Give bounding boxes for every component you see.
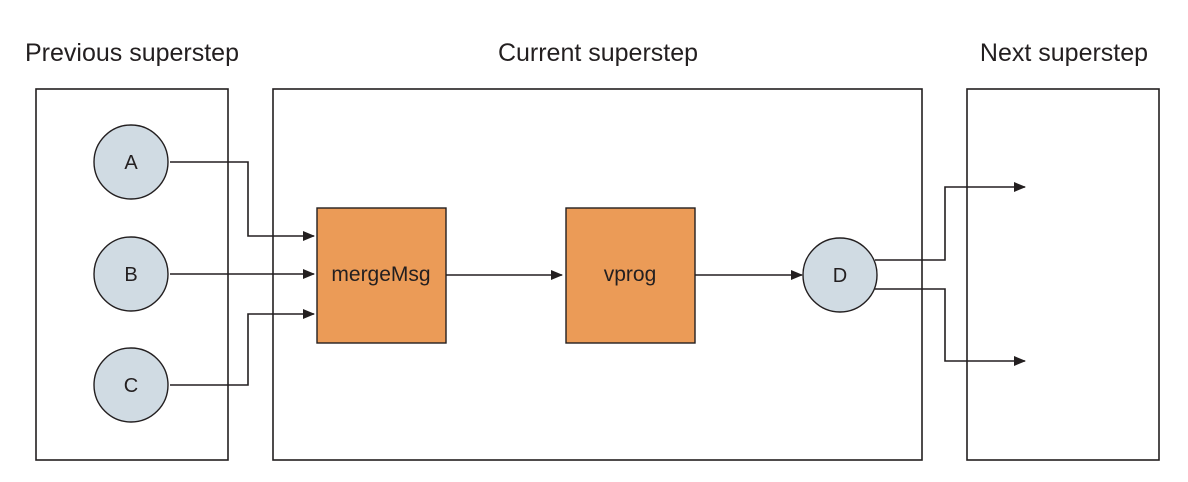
vertex-c	[93, 347, 169, 423]
vertex-b-label: B	[124, 264, 137, 286]
vertex-d-label: D	[833, 265, 847, 287]
mergemsg-box	[316, 207, 447, 344]
edge-d-to-next-upper	[875, 182, 1026, 261]
edge-d-to-next-lower	[875, 288, 1026, 366]
mergemsg-label: mergeMsg	[331, 263, 430, 286]
vprog-label: vprog	[604, 263, 657, 286]
current-superstep-title: Current superstep	[498, 39, 698, 67]
previous-superstep-title: Previous superstep	[25, 39, 239, 67]
vertex-c-label: C	[124, 375, 138, 397]
vprog-box	[565, 207, 696, 344]
edge-c-to-mergemsg	[170, 309, 315, 386]
vertex-a	[93, 124, 169, 200]
edge-a-to-mergemsg	[170, 161, 315, 241]
next-superstep-frame	[966, 88, 1160, 461]
next-superstep-title: Next superstep	[980, 39, 1148, 67]
vertex-a-label: A	[124, 152, 138, 174]
vertex-d	[802, 237, 878, 313]
vertex-b	[93, 236, 169, 312]
